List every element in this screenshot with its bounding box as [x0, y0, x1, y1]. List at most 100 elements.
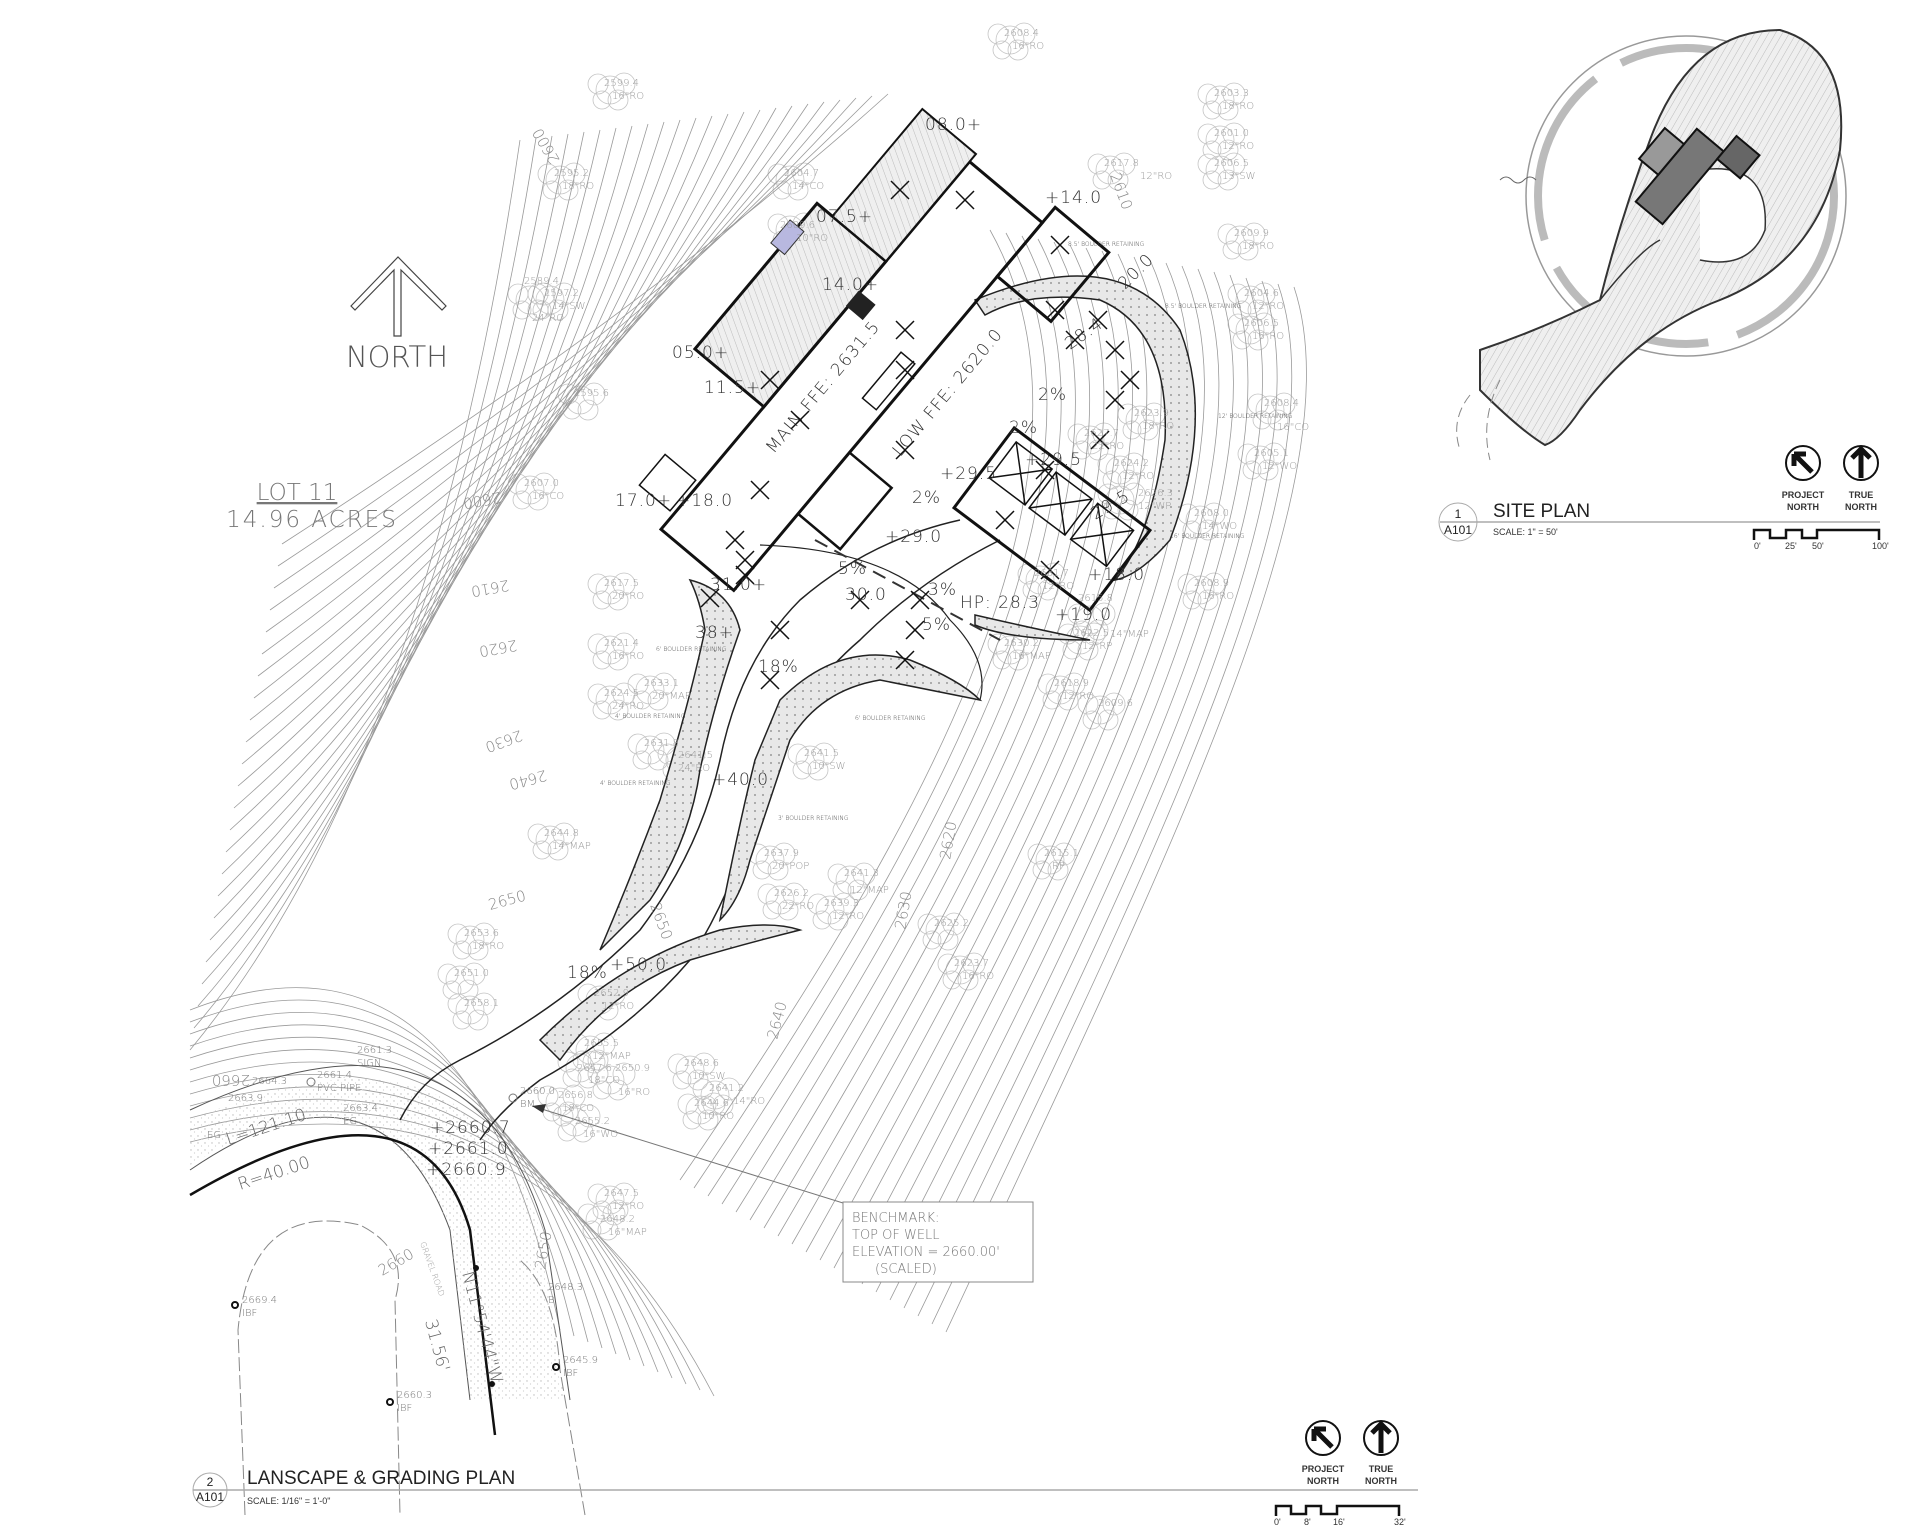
survey-code: PVC PIPE: [317, 1083, 361, 1094]
contour-label: 2650: [646, 900, 676, 942]
tree-label: 2657.6: [577, 1063, 612, 1074]
tree-label: 2617.5: [604, 578, 639, 589]
contour-line: [679, 229, 1034, 1181]
tree-label: 2623.9: [1134, 408, 1169, 419]
retaining-label: 6' BOULDER RETAINING: [656, 646, 727, 653]
retaining-label: 8.5' BOULDER RETAINING: [1165, 303, 1242, 310]
tree-canopy: [587, 572, 636, 611]
retaining-wall-west: [599, 578, 741, 951]
tree-size: 18"RO: [1142, 421, 1174, 432]
tree-label: 2641.5: [678, 750, 713, 761]
graphic-scale: [1752, 528, 1881, 540]
contour-line: [917, 280, 1278, 1317]
spot-elevation: 07.5+: [816, 207, 873, 227]
contour-line: [269, 99, 841, 611]
tree-canopy: [527, 822, 576, 861]
scale-tick: 25': [1785, 541, 1797, 551]
tree-size: 18"RO: [1222, 101, 1254, 112]
contour-line: [281, 93, 889, 545]
survey-code: IBF: [242, 1308, 257, 1319]
tree-label: 2606.5: [1244, 318, 1279, 329]
scale-tick: 50': [1812, 541, 1824, 551]
contour-line: [245, 111, 745, 743]
tree-label: 2625.2: [934, 918, 969, 929]
tree-canopy: [627, 672, 676, 711]
tree-size: 14"MAP: [1110, 629, 1149, 640]
tree-canopy: [437, 962, 486, 1001]
tree-label: 2631.7: [1034, 568, 1069, 579]
grading-plan-title-block: 2 A101 LANSCAPE & GRADING PLAN SCALE: 1/…: [192, 1420, 1418, 1527]
tree-size: 14"SW: [552, 301, 586, 312]
tree-size: 22"RO: [1092, 441, 1124, 452]
scale-tick: 0': [1754, 541, 1761, 551]
tree-size: 18"RO: [1242, 241, 1274, 252]
slope-label: 3%: [928, 580, 957, 600]
tree-removal-x: [895, 650, 915, 670]
tree-removal-x: [890, 180, 910, 200]
retaining-label: 16' BOULDER RETAINING: [1170, 533, 1245, 540]
contour-line: [735, 241, 1091, 1213]
contour-label: 2600: [529, 125, 564, 167]
tree-label: 2648.6: [684, 1058, 719, 1069]
contour-line: [903, 277, 1263, 1309]
tree-size: 12"RP: [1082, 641, 1112, 652]
retaining-label: 12' BOULDER RETAINING: [1218, 413, 1293, 420]
tree-canopy: [667, 1052, 716, 1091]
tree-canopy: [587, 72, 636, 111]
grading-plan-scale: SCALE: 1/16" = 1'-0": [247, 1496, 330, 1506]
tree-label: 2609.9: [1234, 228, 1269, 239]
tree-size: 16"RO: [612, 651, 644, 662]
spot-elevation: +40.0: [712, 770, 769, 790]
tree-label: 2624.5: [604, 688, 639, 699]
contour-line: [189, 1036, 617, 1355]
tree-label: 2653.6: [464, 928, 499, 939]
survey-point-benchmark: 2660.0BM: [508, 1086, 555, 1110]
tree-label: 2605.1: [1254, 448, 1289, 459]
tree-label: 2622.5: [1074, 628, 1109, 639]
tree-removal-x: [1105, 390, 1125, 410]
tree-size: 22"RO: [782, 901, 814, 912]
retaining-wall-road: [538, 924, 803, 1062]
tree-canopy: [1097, 452, 1146, 491]
contour-label: 2620: [936, 820, 960, 861]
contour-label: 2610: [1106, 170, 1136, 212]
tree-label: 2641.5: [804, 748, 839, 759]
contour-label: 2610: [470, 576, 511, 600]
contour-line: [847, 265, 1205, 1277]
tree-removal-x: [850, 590, 870, 610]
contour-line: [261, 103, 809, 655]
tree-canopy: [1067, 422, 1116, 461]
spot-elevation: 30.0: [845, 585, 887, 605]
contour-line: [693, 232, 1048, 1189]
tree-removal-x: [895, 320, 915, 340]
tree-removal-x: [1088, 310, 1108, 330]
site-plan-inset: [1456, 28, 1847, 461]
tree-label: 2647.5: [604, 1188, 639, 1199]
site-plan-title-block: 1 A101 SITE PLAN SCALE: 1" = 50' PROJECT…: [1438, 445, 1889, 551]
contour-line: [707, 235, 1062, 1197]
tree-label: 2607.0: [524, 478, 559, 489]
spot-elevation: +50.0: [610, 955, 667, 975]
tree-label: 2615.8: [1078, 593, 1113, 604]
tree-canopy: [557, 1050, 606, 1089]
tree-size: RP: [1052, 861, 1065, 872]
tree-canopy: [1227, 282, 1276, 321]
tree-label: 2626.3: [1138, 488, 1173, 499]
tree-size: 12"WO: [1262, 461, 1297, 472]
retaining-label: 4' BOULDER RETAINING: [615, 713, 686, 720]
spot-elevation: HP: 28.3: [960, 593, 1040, 613]
tree-canopy: [827, 862, 876, 901]
lot-label: LOT 11: [257, 480, 338, 506]
contour-label: 2650: [486, 887, 528, 914]
site-plan-title: SITE PLAN: [1493, 501, 1590, 522]
tree-label: 2655.2: [575, 1116, 610, 1127]
tree-size: 12"RO: [1042, 581, 1074, 592]
spot-elevation: 11.5+: [704, 378, 761, 398]
survey-code: EG: [343, 1116, 357, 1127]
tree-size: 16"WO: [583, 1129, 618, 1140]
survey-code: IBF: [563, 1368, 578, 1379]
tree-removal-x: [1090, 430, 1110, 450]
spot-elevation: +18.0: [676, 491, 733, 511]
